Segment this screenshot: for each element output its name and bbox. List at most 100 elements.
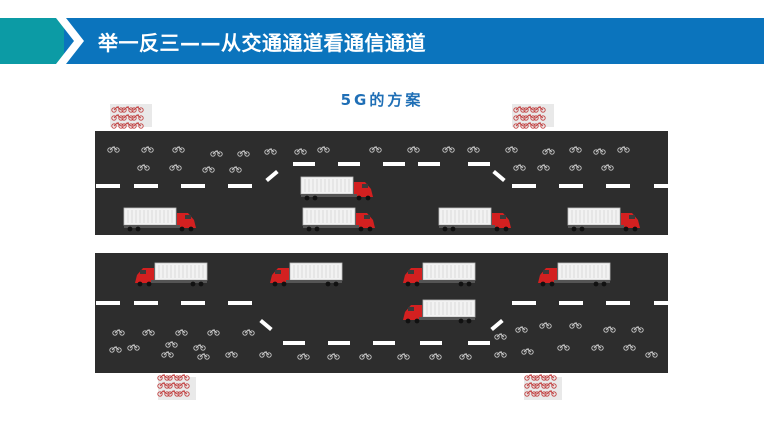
bicycle-icon xyxy=(112,329,125,336)
bicycle-icon xyxy=(207,329,220,336)
bicycle-icon xyxy=(237,150,250,157)
lane-dash xyxy=(328,341,350,345)
truck-icon xyxy=(123,207,196,232)
bicycle-icon xyxy=(167,374,180,381)
lane-dash xyxy=(96,301,120,305)
bicycle-icon xyxy=(111,122,124,129)
bicycle-icon xyxy=(197,353,210,360)
bicycle-icon xyxy=(601,164,614,171)
bicycle-icon xyxy=(534,390,547,397)
bicycle-icon xyxy=(167,390,180,397)
bicycle-icon xyxy=(264,148,277,155)
bicycle-icon xyxy=(121,106,134,113)
bicycle-icon xyxy=(121,114,134,121)
bicycle-icon xyxy=(297,353,310,360)
bicycle-icon xyxy=(533,114,546,121)
bicycle-icon xyxy=(534,382,547,389)
bicycle-icon xyxy=(505,146,518,153)
bicycle-icon xyxy=(317,146,330,153)
bicycle-icon xyxy=(397,353,410,360)
lane-dash xyxy=(559,184,583,188)
bicycle-icon xyxy=(111,106,124,113)
lane-dash xyxy=(259,318,273,332)
bicycle-icon xyxy=(161,351,174,358)
bicycle-icon xyxy=(645,351,658,358)
truck-icon xyxy=(567,207,640,232)
truck-icon xyxy=(135,262,208,287)
lane-dash xyxy=(490,318,504,332)
lane-dash xyxy=(418,162,440,166)
lane-dash xyxy=(654,184,678,188)
bicycle-icon xyxy=(524,374,537,381)
truck-icon xyxy=(438,207,511,232)
bicycle-icon xyxy=(131,122,144,129)
bicycle-icon xyxy=(534,374,547,381)
bicycle-icon xyxy=(429,353,442,360)
bicycle-icon xyxy=(617,146,630,153)
truck-group xyxy=(123,176,640,324)
bicycle-icon xyxy=(603,326,616,333)
bicycle-icon xyxy=(242,329,255,336)
lane-dash xyxy=(265,169,279,183)
bicycle-icon xyxy=(494,333,507,340)
bicycle-icon xyxy=(544,390,557,397)
bicycle-icon xyxy=(467,146,480,153)
bicycle-icon xyxy=(169,164,182,171)
bicycle-icon xyxy=(631,326,644,333)
lane-dash xyxy=(373,341,395,345)
bicycle-icon xyxy=(569,146,582,153)
truck-icon xyxy=(538,262,611,287)
banner-accent xyxy=(0,18,64,64)
title-banner xyxy=(0,18,764,64)
bicycle-icon xyxy=(141,146,154,153)
bicycle-icon xyxy=(127,344,140,351)
bicycle-icon xyxy=(107,146,120,153)
bicycle-icon xyxy=(523,106,536,113)
lane-dash xyxy=(468,162,490,166)
bicycle-icon xyxy=(533,122,546,129)
bicycle-icon xyxy=(177,390,190,397)
bicycle-icon xyxy=(259,351,272,358)
lane-dash xyxy=(606,184,630,188)
lane-dash xyxy=(181,184,205,188)
lane-dash xyxy=(606,301,630,305)
bicycle-icon xyxy=(407,146,420,153)
bicycle-icon xyxy=(327,353,340,360)
bicycle-icon xyxy=(193,344,206,351)
bicycle-icon xyxy=(521,348,534,355)
bicycle-icon xyxy=(177,374,190,381)
lane-dash xyxy=(228,301,252,305)
truck-icon xyxy=(270,262,343,287)
bicycle-icon xyxy=(359,353,372,360)
lane-dash xyxy=(512,301,536,305)
lane-dash xyxy=(383,162,405,166)
bicycle-icon xyxy=(524,390,537,397)
truck-icon xyxy=(302,207,375,232)
bicycle-icon xyxy=(513,106,526,113)
lane-dash xyxy=(468,341,490,345)
bicycle-icon xyxy=(537,164,550,171)
bicycle-icon xyxy=(229,166,242,173)
bicycle-icon xyxy=(369,146,382,153)
bicycle-icon xyxy=(202,166,215,173)
bicycle-icon xyxy=(165,341,178,348)
lane-dash xyxy=(492,169,506,183)
lane-dash xyxy=(420,341,442,345)
bicycle-icon xyxy=(294,148,307,155)
section-subtitle: 5G的方案 xyxy=(340,91,424,109)
bicycle-icon xyxy=(513,164,526,171)
bicycle-icon xyxy=(175,329,188,336)
bicycle-icon xyxy=(513,122,526,129)
truck-icon xyxy=(300,176,373,201)
bicycle-icon xyxy=(157,390,170,397)
bicycle-icon xyxy=(494,351,507,358)
lane-dash xyxy=(293,162,315,166)
lane-dash xyxy=(512,184,536,188)
bicycle-icon xyxy=(442,146,455,153)
bicycle-icon xyxy=(539,322,552,329)
bicycle-icon xyxy=(542,148,555,155)
bicycle-icon xyxy=(523,122,536,129)
bicycle-icon xyxy=(515,326,528,333)
bicycle-icon xyxy=(524,382,537,389)
